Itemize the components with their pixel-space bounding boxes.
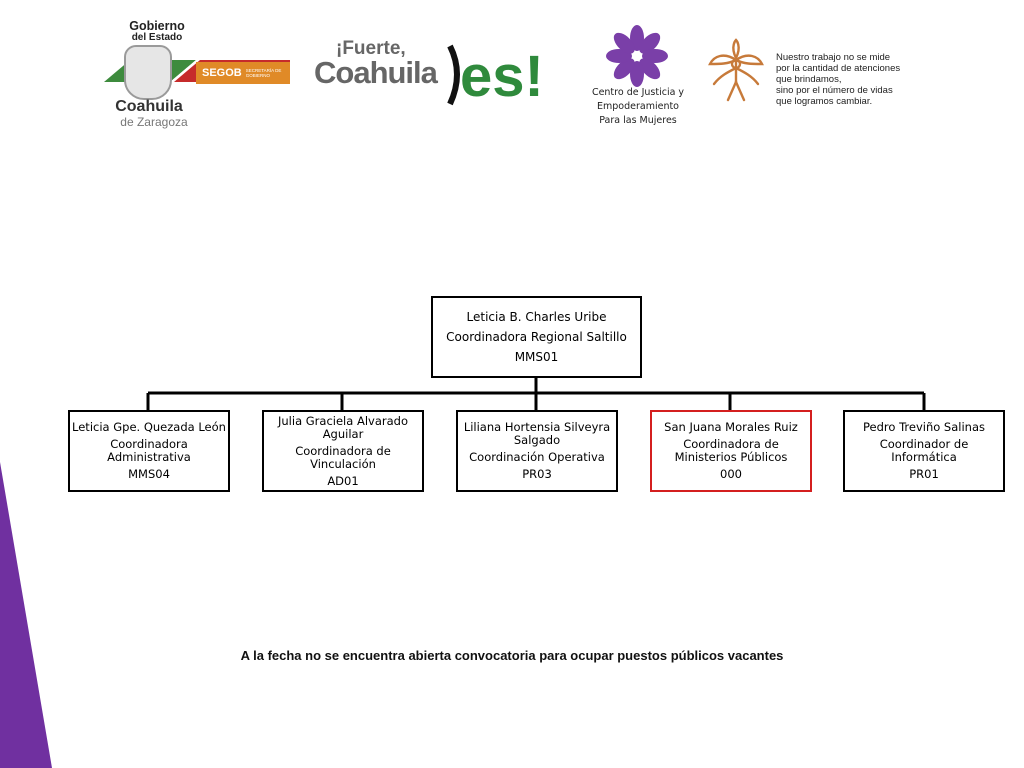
- quote-line3: que brindamos,: [776, 74, 842, 85]
- cjem-logo-line1: Centro de Justicia y: [591, 87, 685, 98]
- state-seal-icon: [124, 45, 172, 100]
- gobierno-coahuila-logo: Gobierno del Estado SEGOB SECRETARÍA DE …: [104, 18, 290, 130]
- org-node-name: Pedro Treviño Salinas: [863, 420, 985, 434]
- org-node-name: Leticia Gpe. Quezada León: [72, 420, 226, 434]
- org-node-title: Coordinadora de Ministerios Públicos: [674, 437, 788, 464]
- centro-justicia-logo: Centro de Justicia y Empoderamiento Para…: [586, 24, 686, 128]
- fuerte-logo-line1: ¡Fuerte,: [336, 38, 406, 59]
- es-logo-text: es!: [460, 44, 544, 109]
- org-node-name: Julia Graciela Alvarado Aguilar: [278, 413, 408, 441]
- org-node-name: Leticia B. Charles Uribe: [466, 309, 607, 324]
- org-node-code: MMS01: [514, 349, 559, 364]
- gobierno-logo-state-sub: de Zaragoza: [120, 115, 188, 129]
- flower-icon: [606, 25, 668, 87]
- segob-band: SEGOB SECRETARÍA DE GOBIERNO: [196, 62, 290, 84]
- fuerte-logo-line2: Coahuila: [314, 55, 438, 90]
- quote-line2: por la cantidad de atenciones: [776, 63, 901, 74]
- quote-line5: que logramos cambiar.: [776, 96, 873, 107]
- segob-label: SEGOB: [202, 67, 242, 79]
- org-node-title: Coordinadora de Vinculación: [295, 443, 391, 471]
- quote-line4: sino por el número de vidas: [776, 85, 893, 96]
- org-node-child-4: San Juana Morales Ruiz Coordinadora de M…: [650, 410, 812, 492]
- org-node-child-5: Pedro Treviño Salinas Coordinador de Inf…: [843, 410, 1005, 492]
- org-node-code: 000: [720, 467, 742, 481]
- vacancy-notice: A la fecha no se encuentra abierta convo…: [240, 648, 784, 663]
- gobierno-logo-state: Coahuila: [115, 98, 183, 115]
- org-node-child-2: Julia Graciela Alvarado Aguilar Coordina…: [262, 410, 424, 492]
- quote-line1: Nuestro trabajo no se mide: [776, 52, 891, 63]
- gobierno-logo-line2: del Estado: [131, 32, 183, 43]
- org-node-code: PR03: [522, 467, 552, 481]
- org-node-name: San Juana Morales Ruiz: [664, 420, 798, 434]
- org-node-code: MMS04: [128, 467, 170, 481]
- org-node-title: Coordinador de Informática: [879, 437, 969, 464]
- org-node-title: Coordinadora Administrativa: [107, 437, 191, 464]
- lotus-figure-icon: [708, 38, 764, 102]
- quote-logo: Nuestro trabajo no se mide por la cantid…: [700, 38, 914, 108]
- org-node-code: AD01: [327, 473, 359, 488]
- org-node-title: Coordinadora Regional Saltillo: [446, 329, 627, 344]
- org-node-child-1: Leticia Gpe. Quezada León Coordinadora A…: [68, 410, 230, 492]
- org-node-code: PR01: [909, 467, 939, 481]
- segob-sublabel: SECRETARÍA DE GOBIERNO: [245, 68, 282, 78]
- org-node-root: Leticia B. Charles Uribe Coordinadora Re…: [431, 296, 642, 378]
- org-node-child-3: Liliana Hortensia Silveyra Salgado Coord…: [456, 410, 618, 492]
- fuerte-coahuila-logo: ¡Fuerte, Coahuila es!: [314, 38, 554, 112]
- org-node-title: Coordinación Operativa: [469, 450, 605, 464]
- es-exclamation-icon: es!: [447, 44, 544, 109]
- cjem-logo-line2: Empoderamiento: [597, 101, 679, 112]
- cjem-logo-line3: Para las Mujeres: [599, 115, 677, 126]
- org-node-name: Liliana Hortensia Silveyra Salgado: [463, 420, 611, 447]
- gobierno-logo-line1: Gobierno: [129, 19, 185, 33]
